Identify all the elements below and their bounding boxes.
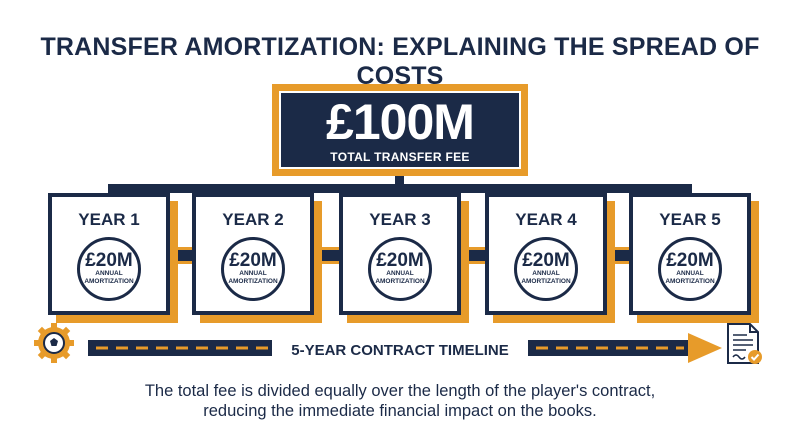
amortization-badge: £20M ANNUAL AMORTIZATION <box>658 237 722 301</box>
year-card-1: YEAR 1 £20M ANNUAL AMORTIZATION <box>48 193 170 315</box>
year-card-4: YEAR 4 £20M ANNUAL AMORTIZATION <box>485 193 607 315</box>
contract-document-icon <box>727 323 762 364</box>
year-label: YEAR 2 <box>222 210 284 229</box>
total-fee-panel: £100M TOTAL TRANSFER FEE <box>279 91 521 169</box>
total-fee-amount: £100M <box>326 93 475 150</box>
annual-label: ANNUAL <box>95 270 123 277</box>
caption: The total fee is divided equally over th… <box>0 381 800 421</box>
annual-amount: £20M <box>666 250 714 271</box>
amortization-label: AMORTIZATION <box>665 277 715 285</box>
year-label: YEAR 5 <box>659 210 721 229</box>
caption-line-1: The total fee is divided equally over th… <box>144 382 656 400</box>
year-card-2: YEAR 2 £20M ANNUAL AMORTIZATION <box>192 193 314 315</box>
total-fee-label: TOTAL TRANSFER FEE <box>330 149 470 164</box>
year-label: YEAR 4 <box>515 210 577 229</box>
year-label: YEAR 1 <box>78 210 140 229</box>
amortization-label: AMORTIZATION <box>375 277 425 285</box>
annual-amount: £20M <box>376 250 424 271</box>
amortization-badge: £20M ANNUAL AMORTIZATION <box>514 237 578 301</box>
year-card-5: YEAR 5 £20M ANNUAL AMORTIZATION <box>629 193 751 315</box>
annual-label: ANNUAL <box>386 270 414 277</box>
year-label: YEAR 3 <box>369 210 431 229</box>
fee-connector-stem <box>395 176 404 194</box>
amortization-badge: £20M ANNUAL AMORTIZATION <box>368 237 432 301</box>
annual-label: ANNUAL <box>239 270 267 277</box>
annual-label: ANNUAL <box>676 270 704 277</box>
annual-label: ANNUAL <box>532 270 560 277</box>
gear-football-icon <box>34 323 74 363</box>
total-fee-sign: £100M TOTAL TRANSFER FEE <box>272 84 528 176</box>
amortization-label: AMORTIZATION <box>521 277 571 285</box>
page-title: TRANSFER AMORTIZATION: EXPLAINING THE SP… <box>40 33 760 90</box>
caption-line-2: reducing the immediate financial impact … <box>203 402 597 420</box>
annual-amount: £20M <box>522 250 570 271</box>
annual-amount: £20M <box>85 250 133 271</box>
annual-amount: £20M <box>229 250 277 271</box>
amortization-label: AMORTIZATION <box>228 277 278 285</box>
timeline-label: 5-YEAR CONTRACT TIMELINE <box>272 340 528 362</box>
year-card-3: YEAR 3 £20M ANNUAL AMORTIZATION <box>339 193 461 315</box>
amortization-badge: £20M ANNUAL AMORTIZATION <box>77 237 141 301</box>
amortization-badge: £20M ANNUAL AMORTIZATION <box>221 237 285 301</box>
amortization-label: AMORTIZATION <box>84 277 134 285</box>
